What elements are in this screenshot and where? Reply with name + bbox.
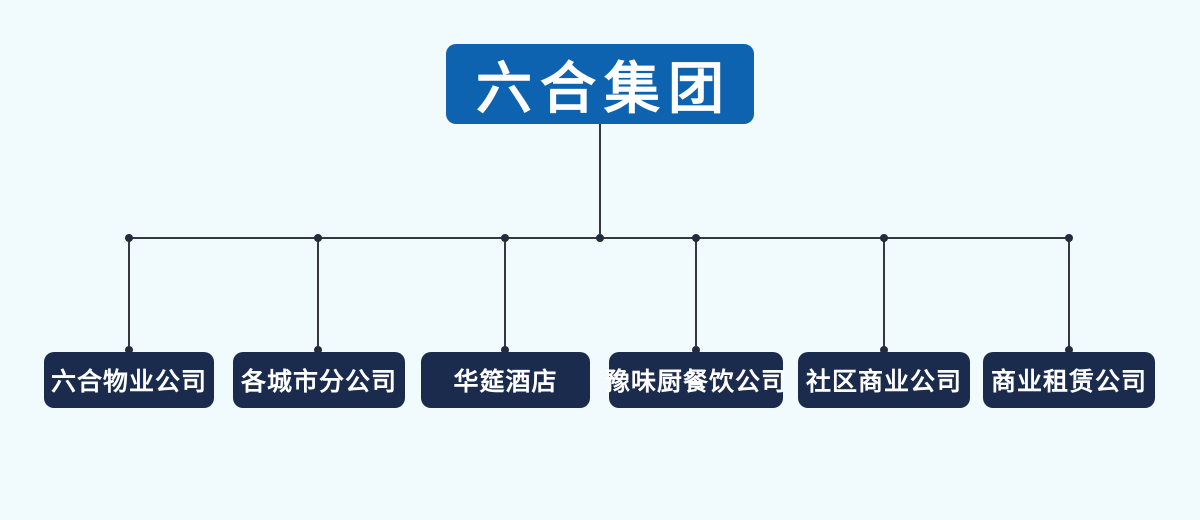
- connector-dot: [501, 234, 509, 242]
- connector-dot: [1065, 234, 1073, 242]
- org-node-property-company[interactable]: 六合物业公司: [44, 352, 214, 408]
- org-node-hotel[interactable]: 华筵酒店: [421, 352, 590, 408]
- connector-dot: [314, 346, 322, 354]
- connector-child-vertical: [695, 238, 697, 353]
- connector-child-vertical: [317, 238, 319, 353]
- connector-dot: [125, 346, 133, 354]
- connector-dot: [692, 346, 700, 354]
- connector-dot: [880, 234, 888, 242]
- connector-child-vertical: [883, 238, 885, 353]
- org-node-catering-company[interactable]: 豫味厨餐饮公司: [605, 352, 786, 408]
- org-node-community-business[interactable]: 社区商业公司: [798, 352, 970, 408]
- org-node-root[interactable]: 六合集团: [446, 44, 754, 124]
- connector-dot: [880, 346, 888, 354]
- connector-child-vertical: [1068, 238, 1070, 353]
- org-node-city-branches[interactable]: 各城市分公司: [233, 352, 405, 408]
- connector-dot: [1065, 346, 1073, 354]
- connector-child-vertical: [128, 238, 130, 353]
- connector-dot: [596, 234, 604, 242]
- connector-root-vertical: [599, 124, 601, 238]
- connector-dot: [314, 234, 322, 242]
- org-node-commercial-leasing[interactable]: 商业租赁公司: [983, 352, 1155, 408]
- connector-dot: [692, 234, 700, 242]
- connector-dot: [125, 234, 133, 242]
- connector-dot: [501, 346, 509, 354]
- connector-child-vertical: [504, 238, 506, 353]
